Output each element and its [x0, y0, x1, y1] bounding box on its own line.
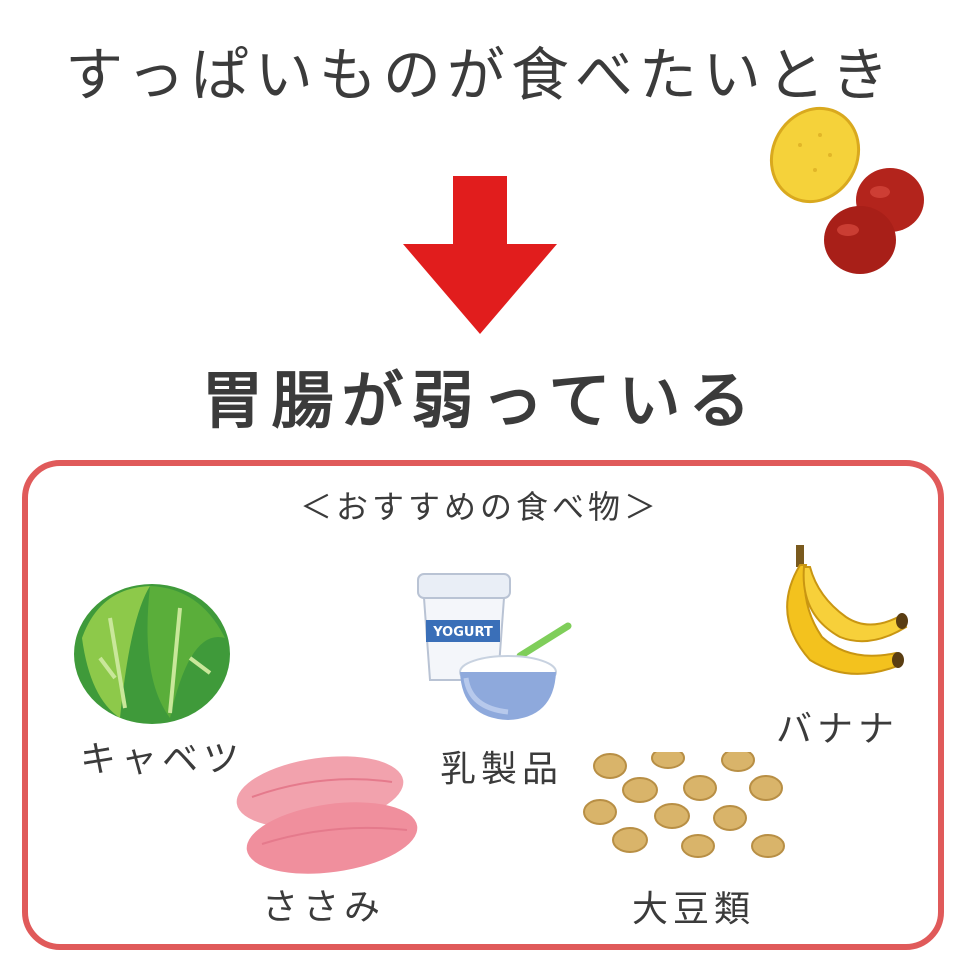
- lemon-icon: [769, 106, 861, 204]
- recommend-heading: ＜おすすめの食べ物＞: [299, 488, 660, 526]
- soybean-icon: [583, 752, 785, 858]
- banana-icon: [786, 545, 908, 675]
- yogurt-text: YOGURT: [432, 625, 493, 640]
- result-heading: 胃腸が弱っている: [201, 364, 759, 437]
- page-title: すっぱいものが食べたいとき: [65, 41, 895, 109]
- umeboshi-icon: [824, 168, 924, 274]
- dairy-label: 乳製品: [440, 749, 564, 790]
- down-arrow-icon: [403, 176, 557, 334]
- cabbage-icon: [74, 584, 230, 724]
- yogurt-icon: YOGURT: [417, 573, 572, 720]
- soybean-label: 大豆類: [632, 889, 756, 930]
- sasami-icon: [236, 756, 418, 874]
- sasami-label: ささみ: [262, 887, 386, 928]
- recommend-box: [22, 460, 944, 950]
- cabbage-label: キャベツ: [80, 739, 245, 780]
- banana-label: バナナ: [776, 709, 900, 750]
- lemon-umeboshi-illustration: [769, 106, 924, 274]
